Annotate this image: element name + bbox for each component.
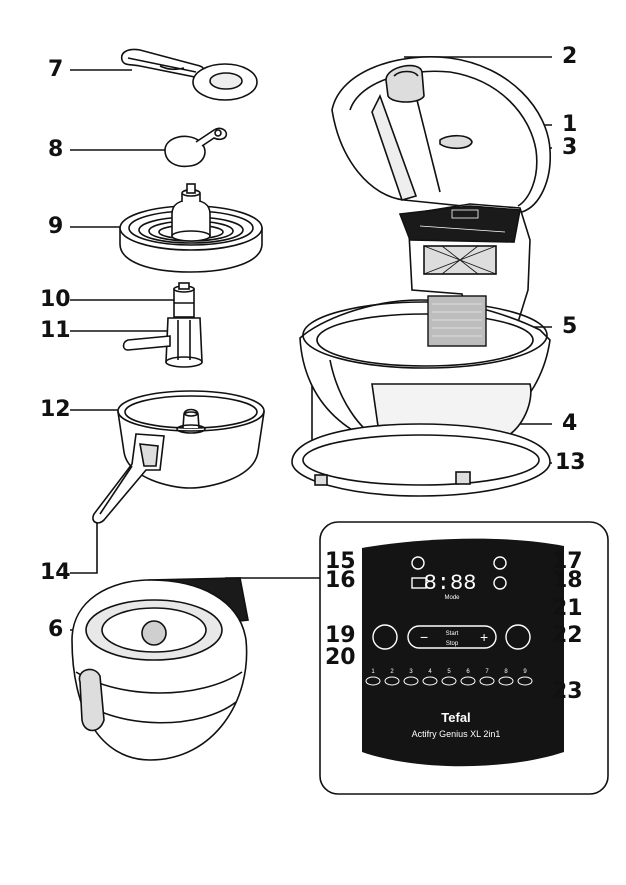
appliance-closed-6 — [72, 578, 248, 760]
brand-logo: Tefal — [441, 710, 470, 725]
minus-button: − — [420, 629, 428, 645]
measuring-spoon-7 — [122, 49, 257, 100]
stirring-paddle-10-11 — [124, 283, 203, 367]
callout-7: 7 — [48, 59, 63, 81]
callout-13: 13 — [555, 452, 586, 474]
callout-19: 19 — [325, 625, 356, 647]
callout-20: 20 — [325, 647, 356, 669]
callout-4: 4 — [562, 413, 577, 435]
callout-6: 6 — [48, 619, 63, 641]
stop-label: Stop — [446, 641, 459, 647]
callout-5: 5 — [562, 316, 577, 338]
base-ring-13 — [292, 424, 550, 496]
callout-1: 1 — [562, 114, 577, 136]
callout-12: 12 — [40, 399, 71, 421]
callout-16: 16 — [325, 570, 356, 592]
callout-2: 2 — [562, 46, 577, 68]
start-label: Start — [446, 631, 459, 637]
callout-3: 3 — [562, 137, 577, 159]
callout-18: 18 — [552, 570, 583, 592]
heating-element-5 — [428, 296, 486, 346]
callout-10: 10 — [40, 289, 71, 311]
callout-8: 8 — [48, 139, 63, 161]
lid-1 — [332, 57, 550, 212]
mode-label: Mode — [444, 595, 460, 601]
callout-9: 9 — [48, 216, 63, 238]
model-name: Actifry Genius XL 2in1 — [412, 729, 501, 739]
time-display: 8:88 — [424, 571, 477, 596]
callout-11: 11 — [40, 320, 71, 342]
leader-14 — [70, 520, 97, 573]
callout-21: 21 — [552, 598, 583, 620]
small-spoon-8 — [165, 128, 226, 166]
callout-22: 22 — [552, 625, 583, 647]
grill-plate-9 — [120, 184, 262, 272]
callout-14: 14 — [40, 562, 71, 584]
callout-23: 23 — [552, 681, 583, 703]
plus-button: + — [480, 629, 488, 645]
